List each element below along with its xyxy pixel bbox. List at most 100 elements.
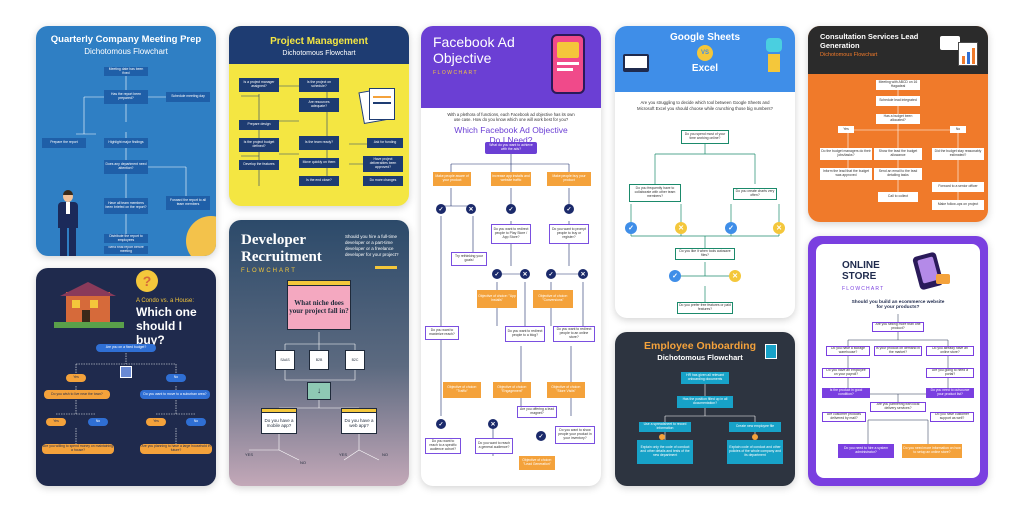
flow-box: Increase app installs and website traffi… [491,172,531,186]
card-kicker: FLOWCHART [241,268,297,274]
cross-icon: ✕ [729,270,741,282]
laptop-illustration [623,54,649,72]
check-icon: ✓ [546,269,556,279]
flow-box: Do you spend most of your time working o… [681,130,729,144]
card-subtitle: Dichotomous Flowchart [84,47,168,56]
flow-box: Highlight major findings [104,138,148,148]
flow-box: Inform the lead that the budget was appr… [820,168,872,180]
flow-box: Did the budget stay reasonably estimated… [932,148,984,160]
card-facebook-ad-objective[interactable]: Facebook Ad Objective FLOWCHART With a p… [421,26,601,486]
flow-box: Do you prefer free features or paid feat… [677,302,733,314]
card-title: Developer Recruitment [241,232,322,265]
cross-icon: ✕ [520,269,530,279]
building-icon [120,366,132,378]
flow-box: Does any department need attention? [104,160,148,174]
flow-box: Make people aware of your product [433,172,471,186]
card-intro: With a plethora of functions, each Faceb… [447,112,575,123]
flow-box: Are you on a fixed budget? [96,344,156,352]
flow-box: Is the project budget defined? [239,138,279,152]
flow-box: Send an email to the lead detailing task… [874,168,922,180]
question-bubble-icon: ? [136,270,158,292]
flow-box: Do you frequently have to collaborate wi… [629,184,681,202]
flow-box: Do you want to show people your product … [555,426,595,444]
check-icon: ✓ [564,204,574,214]
card-title: Facebook Ad Objective [433,34,515,67]
accent-bar [375,266,397,269]
flow-box: Make people buy your product [547,172,591,186]
flow-box: Are you going to need a portal? [926,368,974,378]
flow-box: Is a project manager assigned? [239,78,279,92]
flow-box: Is the project on schedule? [299,78,339,92]
flow-connectors [440,154,584,456]
card-subtitle: Dichotomous Flowchart [820,52,878,58]
flow-box: Explain code of conduct and other polici… [727,440,783,464]
cross-icon: ✕ [578,269,588,279]
card-title-2: Excel [691,63,719,74]
robot-illustration [765,38,783,78]
flow-box: Do you need to outsource your product li… [926,388,974,398]
flow-box: Do you want to redirect people to an onl… [553,326,595,342]
question-window: What niche does your project fall in? [287,280,351,330]
flow-box: Prepare design [239,120,279,130]
flow-box: Do you wish to live near the town? [44,390,110,399]
flow-box: Yes [146,418,166,426]
flow-box: No [186,418,206,426]
question-text: Do you have a mobile app? [264,417,294,428]
card-developer-recruitment[interactable]: Developer Recruitment FLOWCHART Should y… [229,220,409,486]
card-condo-house[interactable]: ? A Condo vs. a House: Which one should … [36,268,216,486]
card-quarterly-meeting[interactable]: Quarterly Company Meeting Prep Dichotomo… [36,26,216,256]
card-project-management[interactable]: Project Management Dichotomous Flowchart… [229,26,409,206]
flow-box: Distribute the report to employees [104,234,148,243]
flow-box: Ask for funding [367,138,403,148]
flow-box: Do you need more information on how to s… [902,444,962,458]
vs-badge: VS [697,45,713,61]
file-icon: B2C [345,350,365,370]
question-window: Do you have a web app? [341,408,377,434]
flow-box: Do you already have an online store? [926,346,974,356]
flow-box: Objective of choice: "Traffic" [443,382,481,398]
flow-box: Move quickly on them [299,158,339,168]
card-online-store[interactable]: ONLINE STORE FLOWCHART Should you build … [808,236,988,486]
card-title: Google Sheets [669,32,740,43]
flow-box: Do you have an employee on your payroll? [822,368,870,378]
flow-box: Are resources adequate? [299,98,339,112]
flow-connectors [847,90,959,200]
house-illustration [54,278,124,328]
card-kicker: FLOWCHART [842,286,885,292]
check-icon: ✓ [536,431,546,441]
card-kicker: FLOWCHART [433,70,479,76]
flow-box: Forward the report to all team members [166,196,210,210]
cross-icon: ✕ [488,419,498,429]
card-title: Which one should I buy? [136,305,197,347]
flow-box: Are you planning to have a large househo… [140,444,212,454]
businessman-illustration [56,190,80,256]
card-sheets-vs-excel[interactable]: Google Sheets VS Excel Are you strugglin… [615,26,795,318]
check-icon: ✓ [506,204,516,214]
question-window: Do you have a mobile app? [261,408,297,434]
flow-box: Are you offering a lead magnet? [517,406,557,418]
card-employee-onboarding[interactable]: Employee Onboarding Dichotomous Flowchar… [615,332,795,486]
card-intro: Are you struggling to decide which tool … [637,100,773,111]
flow-box: Is the team ready? [299,136,339,150]
flow-box: Do you want to move to a suburban area? [140,390,210,399]
flow-box: Do the budget managers do their jobs/tas… [820,148,872,160]
flow-box: Yes [66,374,86,382]
document-icon [765,344,777,359]
card-consultation-lead-gen[interactable]: Consultation Services Lead Generation Di… [808,26,988,222]
flow-box: No [88,418,108,426]
card-title: ONLINE STORE [842,260,880,282]
flow-box: Do you like it when tools autosave files… [675,248,735,260]
flow-box: Have project deliverables been approved? [363,156,403,172]
flow-box: Do you have customer support as well? [930,412,974,422]
flow-box: Have all team members been briefed on th… [104,198,148,214]
check-icon: ✓ [725,222,737,234]
check-icon: ✓ [669,270,681,282]
yes-label: YES [338,452,347,457]
flow-box: Yes [838,126,854,133]
flow-box: Do you have a storage warehouse? [826,346,870,356]
yes-label: YES [244,452,253,457]
question-text: What niche does your project fall in? [289,298,349,315]
check-icon: ✓ [436,204,446,214]
flow-box: Yes [46,418,66,426]
flow-box: Send final report before meeting [104,246,148,254]
